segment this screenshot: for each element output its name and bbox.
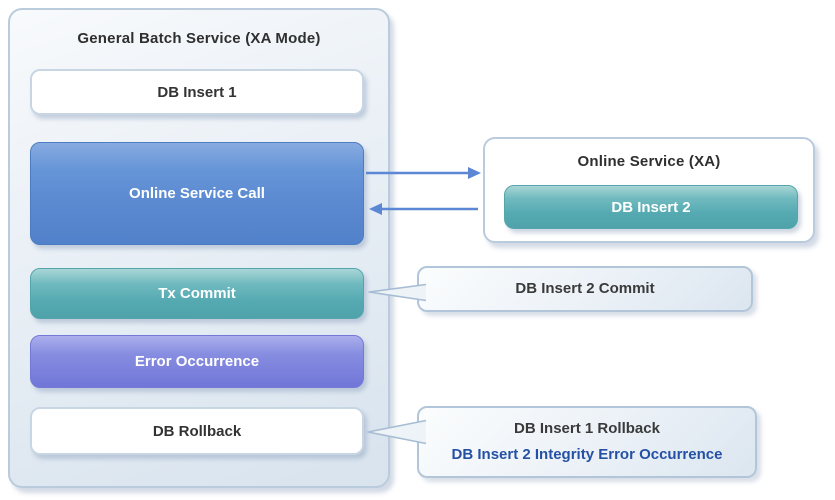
callout-rollback-line-1: DB Insert 1 Rollback [514, 420, 660, 437]
step-db-insert-1: DB Insert 1 [30, 69, 364, 115]
callout-rollback-line-2: DB Insert 2 Integrity Error Occurrence [451, 446, 723, 463]
step-error-occurrence: Error Occurrence [30, 335, 364, 388]
callout-db-rollback: DB Insert 1 Rollback DB Insert 2 Integri… [417, 406, 757, 478]
step-db-insert-2: DB Insert 2 [504, 185, 798, 229]
online-service-title: Online Service (XA) [577, 153, 721, 170]
step-db-rollback: DB Rollback [30, 407, 364, 455]
callout-commit-text: DB Insert 2 Commit [515, 280, 655, 297]
batch-service-title: General Batch Service (XA Mode) [77, 30, 321, 47]
step-online-service-call: Online Service Call [30, 142, 364, 245]
callout-db-insert-2-commit: DB Insert 2 Commit [417, 266, 753, 312]
step-tx-commit: Tx Commit [30, 268, 364, 319]
online-service-panel: Online Service (XA) DB Insert 2 [483, 137, 815, 243]
batch-service-panel: General Batch Service (XA Mode) DB Inser… [8, 8, 390, 488]
